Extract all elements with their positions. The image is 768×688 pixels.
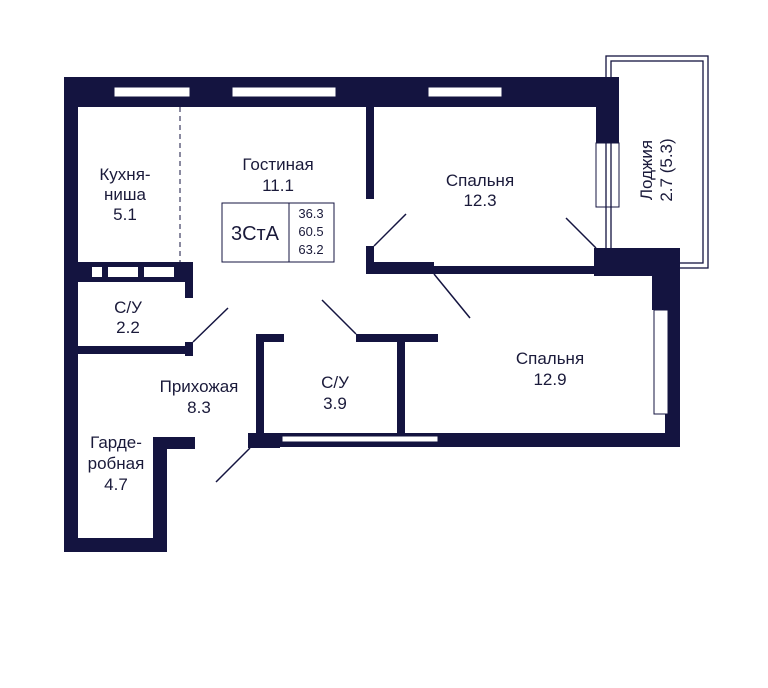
walls <box>64 77 680 552</box>
total-area-with-loggia: 63.2 <box>298 242 323 257</box>
apartment-code: 3СтА <box>231 223 280 245</box>
living-name: Гостиная <box>242 155 313 174</box>
wardrobe-name-2: робная <box>88 454 145 473</box>
kitchen-area: 5.1 <box>113 205 137 224</box>
bedroom2-name: Спальня <box>516 349 584 368</box>
room-labels: Кухня- ниша 5.1 Гостиная 11.1 Спальня 12… <box>88 138 676 494</box>
bedroom1-name: Спальня <box>446 171 514 190</box>
doors <box>192 213 597 483</box>
bedroom1-area: 12.3 <box>463 191 496 210</box>
loggia <box>605 55 709 269</box>
total-area: 60.5 <box>298 224 323 239</box>
bath1-name: С/У <box>114 298 142 317</box>
living-area-label: 11.1 <box>262 176 294 195</box>
bath2-window <box>266 378 274 420</box>
wardrobe-name-1: Гарде- <box>90 433 142 452</box>
hall-name: Прихожая <box>160 377 239 396</box>
living-area: 36.3 <box>298 206 323 221</box>
info-box: 3СтА 36.3 60.5 63.2 <box>221 202 335 263</box>
bedroom2-area: 12.9 <box>533 370 566 389</box>
loggia-name: Лоджия <box>637 140 656 200</box>
wardrobe-area: 4.7 <box>104 475 128 494</box>
loggia-area: 2.7 (5.3) <box>657 138 676 201</box>
kitchen-name-2: ниша <box>104 185 147 204</box>
bath1-area: 2.2 <box>116 318 140 337</box>
windows <box>113 86 669 443</box>
kitchen-window-bars <box>92 267 174 277</box>
hall-area: 8.3 <box>187 398 211 417</box>
bath2-name: С/У <box>321 373 349 392</box>
bath2-area: 3.9 <box>323 394 347 413</box>
kitchen-name-1: Кухня- <box>99 165 150 184</box>
